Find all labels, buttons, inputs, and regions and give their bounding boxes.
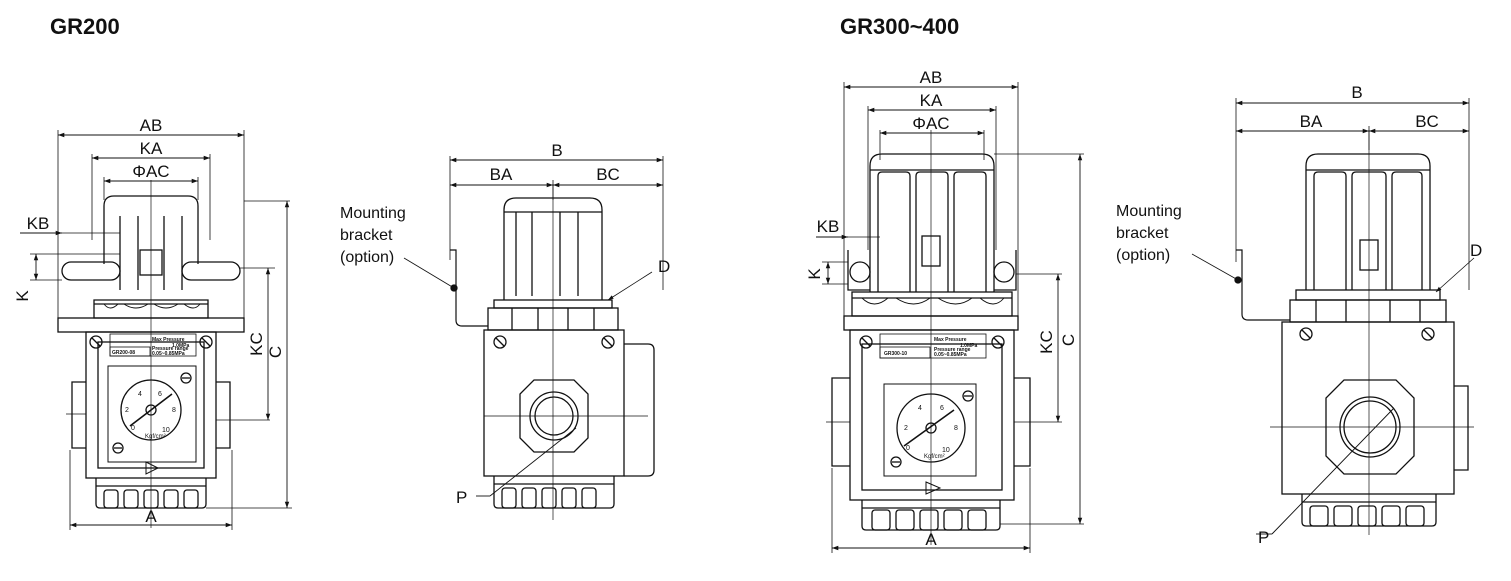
gr200-gauge (120, 379, 182, 441)
gr200-gauge-ticks: 0 2 4 6 8 10 (125, 391, 176, 434)
label-b: B (1351, 83, 1362, 102)
label-bc: BC (596, 165, 620, 184)
svg-text:4: 4 (918, 405, 922, 412)
plate-text-1: Max Pressure (934, 337, 967, 343)
label-kb: KB (817, 217, 840, 236)
svg-text:0: 0 (131, 425, 135, 432)
plate-text-2: 1.0MPa (960, 343, 977, 349)
label-c: C (266, 346, 285, 358)
label-a: A (925, 530, 937, 549)
plate-text-4: 0.05~0.85MPa (152, 351, 185, 357)
svg-text:2: 2 (904, 425, 908, 432)
title-gr200: GR200 (50, 14, 120, 39)
label-bc: BC (1415, 112, 1439, 131)
plate-text-2: 1.0MPa (172, 343, 189, 349)
plate-text-1: Max Pressure (152, 337, 185, 343)
label-ac: ΦAC (132, 162, 169, 181)
gr300-gauge (896, 393, 966, 463)
plate-text-3: Pressure range (152, 346, 189, 352)
svg-text:10: 10 (162, 427, 170, 434)
label-p: P (456, 488, 467, 507)
svg-text:0: 0 (906, 445, 910, 452)
bracket-label-1: Mounting (340, 205, 406, 222)
label-ka: KA (140, 139, 163, 158)
gr300-gauge-ticks: 0 2 4 6 8 10 (904, 405, 958, 454)
label-ac: ΦAC (912, 114, 949, 133)
label-ab: AB (920, 68, 943, 87)
label-k: K (13, 290, 32, 302)
title-gr300-400: GR300~400 (840, 14, 960, 39)
gr300-front-view (816, 82, 1084, 553)
label-c: C (1059, 334, 1078, 346)
svg-text:6: 6 (158, 391, 162, 398)
label-d: D (1470, 241, 1482, 260)
label-kb: KB (27, 214, 50, 233)
label-ab: AB (140, 116, 163, 135)
label-k: K (805, 268, 824, 280)
plate-model: GR300-10 (884, 351, 907, 357)
svg-text:2: 2 (125, 407, 129, 414)
bracket-label-2: bracket (340, 227, 393, 244)
svg-text:8: 8 (954, 425, 958, 432)
plate-model: GR200-08 (112, 350, 135, 356)
label-kc: KC (247, 332, 266, 356)
plate-text-4: 0.05~0.85MPa (934, 352, 967, 358)
plate-text-3: Pressure range (934, 347, 971, 353)
gr200-side-view (403, 156, 664, 520)
label-d: D (658, 257, 670, 276)
svg-text:10: 10 (942, 447, 950, 454)
bracket-label-3: (option) (1116, 247, 1170, 264)
label-kc: KC (1037, 330, 1056, 354)
gr300-side-view (1191, 98, 1475, 535)
bracket-label-1: Mounting (1116, 203, 1182, 220)
gr200-front-view (20, 130, 292, 530)
svg-text:8: 8 (172, 407, 176, 414)
label-p: P (1258, 528, 1269, 547)
bracket-label-2: bracket (1116, 225, 1169, 242)
bracket-label-3: (option) (340, 249, 394, 266)
label-a: A (145, 507, 157, 526)
svg-text:4: 4 (138, 391, 142, 398)
svg-text:6: 6 (940, 405, 944, 412)
label-ba: BA (1300, 112, 1323, 131)
label-ba: BA (490, 165, 513, 184)
gr300-gauge-unit: Kgf/cm² (924, 454, 945, 460)
label-ka: KA (920, 91, 943, 110)
gr200-gauge-unit: Kgf/cm² (145, 434, 166, 440)
label-b: B (551, 141, 562, 160)
